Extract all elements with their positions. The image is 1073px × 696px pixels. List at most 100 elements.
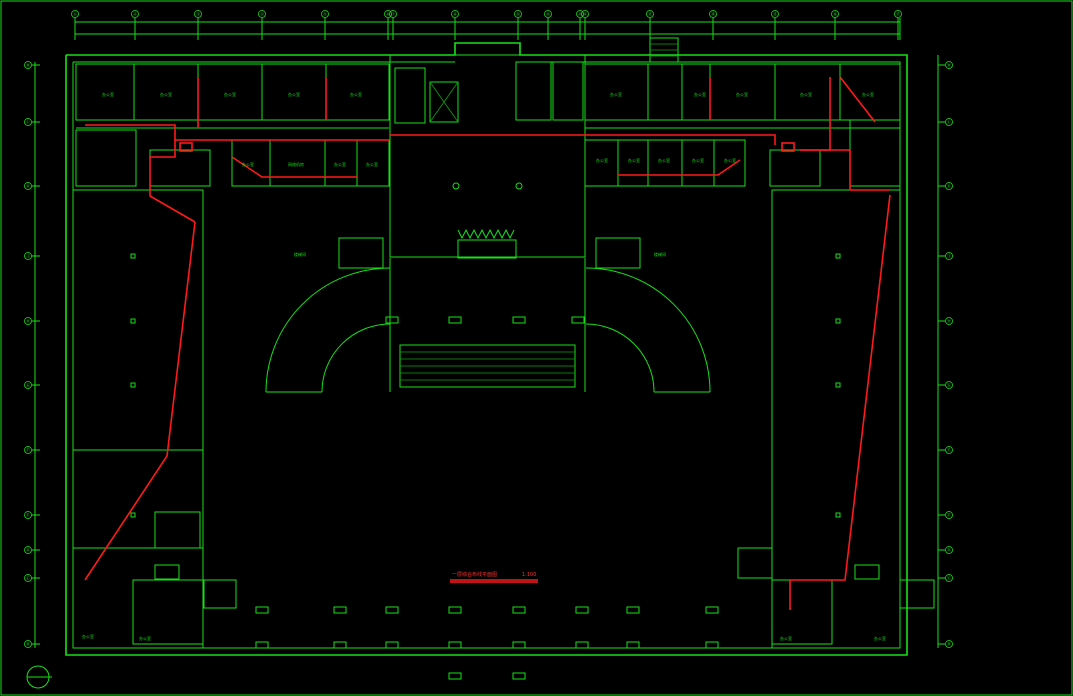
pier [448, 641, 462, 649]
room-label: 办公室 [610, 91, 622, 97]
axis-bubble-side: Ⓚ [24, 182, 40, 190]
axis-label: Ⓑ [947, 641, 951, 647]
axis-label: ③ [196, 12, 200, 17]
axis-bubble-side: Ⓚ [938, 182, 953, 190]
pier [512, 606, 526, 614]
axis-bubble-side: Ⓕ [24, 446, 40, 454]
axis-bubble-side: Ⓗ [24, 317, 40, 325]
axis-label: ⑪ [578, 11, 582, 17]
pier [512, 641, 526, 649]
room-labels: 办公室办公室办公室办公室办公室办公室办公室办公室办公室办公室办公室网络机房办公室… [82, 91, 886, 641]
axis-bubble-side: Ⓙ [24, 252, 40, 260]
axis-bubble-side: Ⓙ [938, 252, 953, 260]
room-label: 办公室 [628, 157, 640, 163]
axis-label: Ⓒ [26, 575, 30, 581]
room-label: 楼梯间 [294, 251, 306, 257]
bottom-piers [255, 316, 719, 680]
axis-bubble-top: ⑦ [389, 10, 397, 40]
axis-bubble-side: Ⓜ [938, 61, 953, 69]
axis-bubble-side: Ⓓ [24, 546, 40, 554]
column [835, 253, 841, 259]
room-label: 网络机房 [288, 161, 304, 167]
axis-label: Ⓖ [947, 382, 951, 388]
pier [385, 641, 399, 649]
axis-label: Ⓖ [26, 382, 30, 388]
pier [255, 641, 269, 649]
pier [512, 316, 526, 324]
room-label: 办公室 [366, 161, 378, 167]
pier [333, 641, 347, 649]
room-label: 办公室 [780, 635, 792, 641]
axis-label: ⑩ [546, 12, 550, 17]
axis-bubble-top: ⑯ [831, 10, 839, 40]
pier [626, 641, 640, 649]
drawing-title: 一层综合布线平面图 [452, 571, 497, 578]
axis-bubble-top: ⑬ [646, 10, 654, 40]
room-label: 办公室 [692, 157, 704, 163]
axis-bubble-side: Ⓛ [938, 118, 953, 126]
axis-bubble-side: Ⓑ [24, 640, 40, 648]
axis-label: Ⓕ [26, 447, 30, 453]
pier [575, 641, 589, 649]
entrance-canopy [265, 237, 711, 393]
top-dimension-lines [74, 18, 901, 40]
pier [255, 606, 269, 614]
axis-label: ⑦ [391, 12, 395, 17]
drawing-scale: 1:100 [522, 572, 536, 578]
axis-bubble-top: ⑪ [576, 10, 584, 40]
axis-bubble-top: ② [131, 10, 139, 40]
pier [512, 672, 526, 680]
room-label: 办公室 [874, 635, 886, 641]
axis-bubble-side: Ⓖ [24, 381, 40, 389]
room-label: 办公室 [350, 91, 362, 97]
pier [626, 606, 640, 614]
room-label: 办公室 [596, 157, 608, 163]
axis-label: Ⓜ [26, 62, 30, 68]
axis-bubble-top: ⑧ [451, 10, 459, 40]
column [835, 318, 841, 324]
axis-label: ⑤ [323, 12, 327, 17]
axis-bubble-top: ③ [194, 10, 202, 40]
axis-label: Ⓓ [26, 547, 30, 553]
cabling-routes [84, 76, 891, 610]
room-label: 办公室 [224, 91, 236, 97]
axis-bubble-side: Ⓓ [938, 546, 953, 554]
column [130, 512, 136, 518]
axis-label: ⑥ [386, 12, 390, 17]
axis-label: Ⓚ [26, 183, 30, 189]
axis-bubble-side: Ⓖ [938, 381, 953, 389]
axis-bubble-top: ① [71, 10, 79, 40]
column [835, 382, 841, 388]
north-arrow-icon [26, 665, 52, 689]
axis-label: ① [73, 12, 77, 17]
room-label: 办公室 [242, 161, 254, 167]
axis-label: Ⓔ [947, 512, 951, 518]
pier [705, 606, 719, 614]
axis-bubble-top: ⑨ [514, 10, 522, 40]
pier [448, 672, 462, 680]
room-label: 办公室 [82, 633, 94, 639]
room-label: 办公室 [334, 161, 346, 167]
room-label: 办公室 [658, 157, 670, 163]
axis-label: Ⓙ [26, 253, 30, 259]
room-label: 办公室 [102, 91, 114, 97]
structural-columns [130, 253, 841, 518]
room-label: 办公室 [800, 91, 812, 97]
north-right-offices [584, 63, 901, 187]
axis-label: Ⓚ [947, 183, 951, 189]
axis-bubble-top: ⑥ [384, 10, 392, 40]
column [835, 512, 841, 518]
axis-label: ⑬ [648, 11, 652, 17]
axis-label: ⑨ [516, 12, 520, 17]
axis-bubble-side: Ⓔ [24, 511, 40, 519]
pier [575, 606, 589, 614]
pier [571, 316, 585, 324]
axis-label: Ⓗ [26, 318, 30, 324]
axis-label: Ⓜ [947, 62, 951, 68]
room-label: 楼梯间 [654, 251, 666, 257]
side-dimension-lines [34, 55, 939, 648]
